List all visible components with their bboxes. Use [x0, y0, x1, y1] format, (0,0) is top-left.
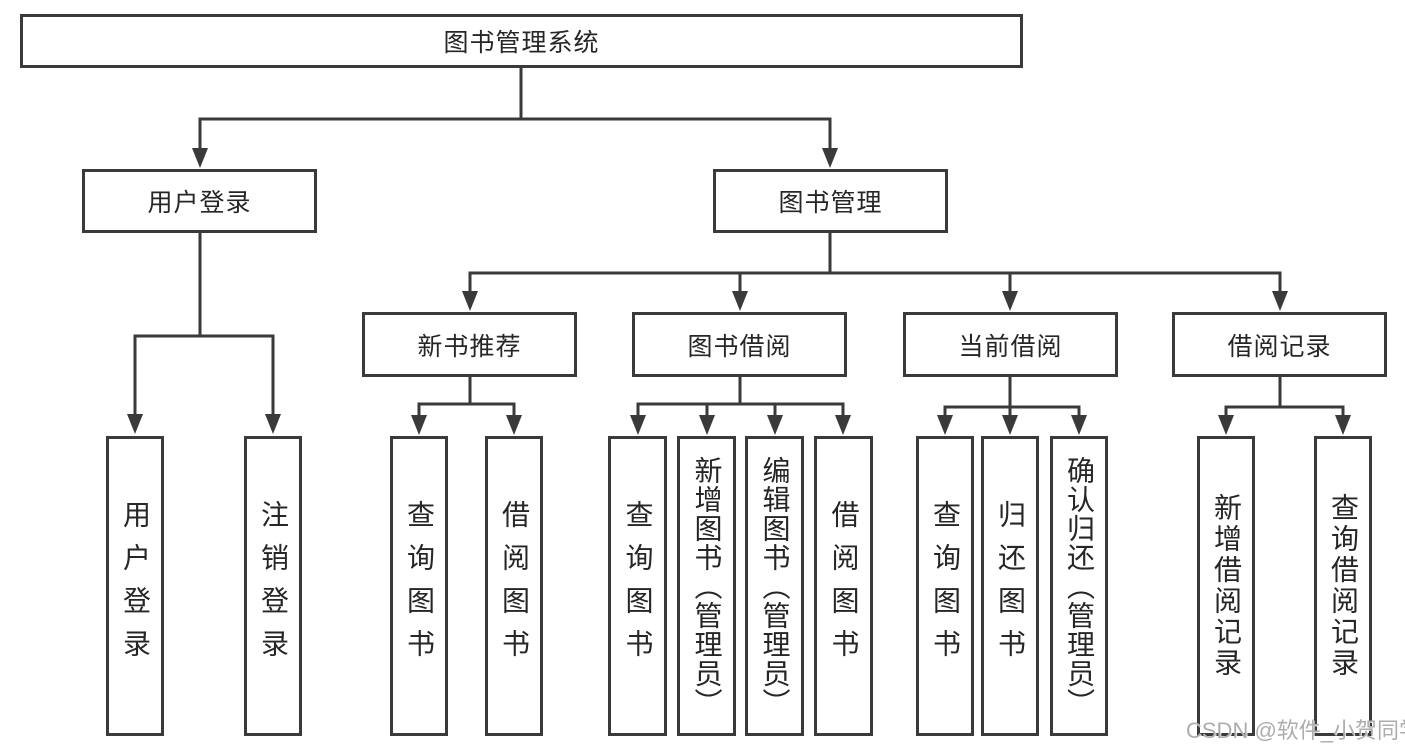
leaf-newrec-query-books: 查询图书 — [390, 436, 448, 736]
node-book-borrow-label: 图书借阅 — [687, 332, 792, 361]
arrowhead-icon — [937, 415, 953, 435]
edge-new-book-rec-children — [411, 376, 522, 435]
leaf-borrow-edit-books-admin: 编辑图书（管理员） — [745, 436, 804, 736]
leaf-borrow-query-books: 查询图书 — [608, 436, 667, 736]
node-root-label: 图书管理系统 — [443, 29, 600, 57]
node-book-mgmt: 图书管理 — [713, 169, 948, 233]
leaf-logout: 注销登录 — [244, 436, 302, 736]
node-borrow-records-label: 借阅记录 — [1227, 332, 1332, 361]
arrowhead-icon — [699, 415, 715, 435]
leaf-newrec-query-books-label: 查询图书 — [404, 500, 435, 672]
node-new-book-recommend-label: 新书推荐 — [417, 332, 522, 361]
csdn-watermark: CSDN @软件_小贺同学 — [1186, 718, 1405, 743]
leaf-borrow-add-books-admin-label: 新增图书（管理员） — [691, 455, 723, 717]
arrowhead-icon — [1218, 415, 1234, 435]
leaf-borrow-edit-books-admin-label: 编辑图书（管理员） — [759, 455, 791, 717]
edge-root-to-level1 — [192, 66, 838, 168]
arrowhead-icon — [822, 148, 838, 168]
arrowhead-icon — [767, 415, 783, 435]
leaf-records-query-record-label: 查询借阅记录 — [1328, 493, 1359, 679]
leaf-current-confirm-return-admin-label: 确认归还（管理员） — [1064, 455, 1095, 717]
leaf-newrec-borrow-books: 借阅图书 — [485, 436, 543, 736]
edge-book-mgmt-groups — [462, 231, 1288, 311]
arrowhead-icon — [127, 414, 143, 434]
arrowhead-icon — [1335, 415, 1351, 435]
arrowhead-icon — [411, 415, 427, 435]
arrowhead-icon — [630, 415, 646, 435]
edge-user-login-children — [127, 231, 281, 434]
leaf-logout-label: 注销登录 — [258, 500, 289, 672]
node-root: 图书管理系统 — [20, 14, 1023, 68]
leaf-current-return-books-label: 归还图书 — [995, 500, 1026, 672]
arrowhead-icon — [1002, 415, 1018, 435]
arrowhead-icon — [1272, 291, 1288, 311]
node-current-borrow: 当前借阅 — [903, 312, 1118, 377]
leaf-current-query-books: 查询图书 — [916, 436, 974, 736]
arrowhead-icon — [265, 414, 281, 434]
node-book-mgmt-label: 图书管理 — [778, 189, 883, 217]
edge-book-borrow-children — [630, 376, 851, 435]
edge-current-borrow-children — [937, 376, 1087, 435]
edge-borrow-records-children — [1218, 376, 1351, 435]
arrowhead-icon — [835, 415, 851, 435]
leaf-records-add-record-label: 新增借阅记录 — [1211, 493, 1242, 679]
leaf-records-add-record: 新增借阅记录 — [1197, 436, 1255, 736]
arrowhead-icon — [506, 415, 522, 435]
leaf-current-query-books-label: 查询图书 — [930, 500, 961, 672]
leaf-borrow-add-books-admin: 新增图书（管理员） — [677, 436, 736, 736]
node-user-login-label: 用户登录 — [147, 189, 252, 217]
node-current-borrow-label: 当前借阅 — [958, 332, 1063, 361]
leaf-user-login: 用户登录 — [106, 436, 164, 736]
leaf-borrow-borrow-books: 借阅图书 — [814, 436, 873, 736]
arrowhead-icon — [192, 148, 208, 168]
leaf-current-confirm-return-admin: 确认归还（管理员） — [1050, 436, 1108, 736]
arrowhead-icon — [1071, 415, 1087, 435]
node-borrow-records: 借阅记录 — [1172, 312, 1387, 377]
leaf-borrow-borrow-books-label: 借阅图书 — [828, 500, 860, 672]
arrowhead-icon — [1002, 291, 1018, 311]
leaf-records-query-record: 查询借阅记录 — [1314, 436, 1372, 736]
node-new-book-recommend: 新书推荐 — [362, 312, 577, 377]
node-user-login: 用户登录 — [82, 169, 317, 233]
leaf-user-login-label: 用户登录 — [120, 500, 151, 672]
node-book-borrow: 图书借阅 — [632, 312, 847, 377]
arrowhead-icon — [732, 291, 748, 311]
leaf-borrow-query-books-label: 查询图书 — [622, 500, 654, 672]
leaf-current-return-books: 归还图书 — [981, 436, 1039, 736]
leaf-newrec-borrow-books-label: 借阅图书 — [499, 500, 530, 672]
arrowhead-icon — [462, 291, 478, 311]
